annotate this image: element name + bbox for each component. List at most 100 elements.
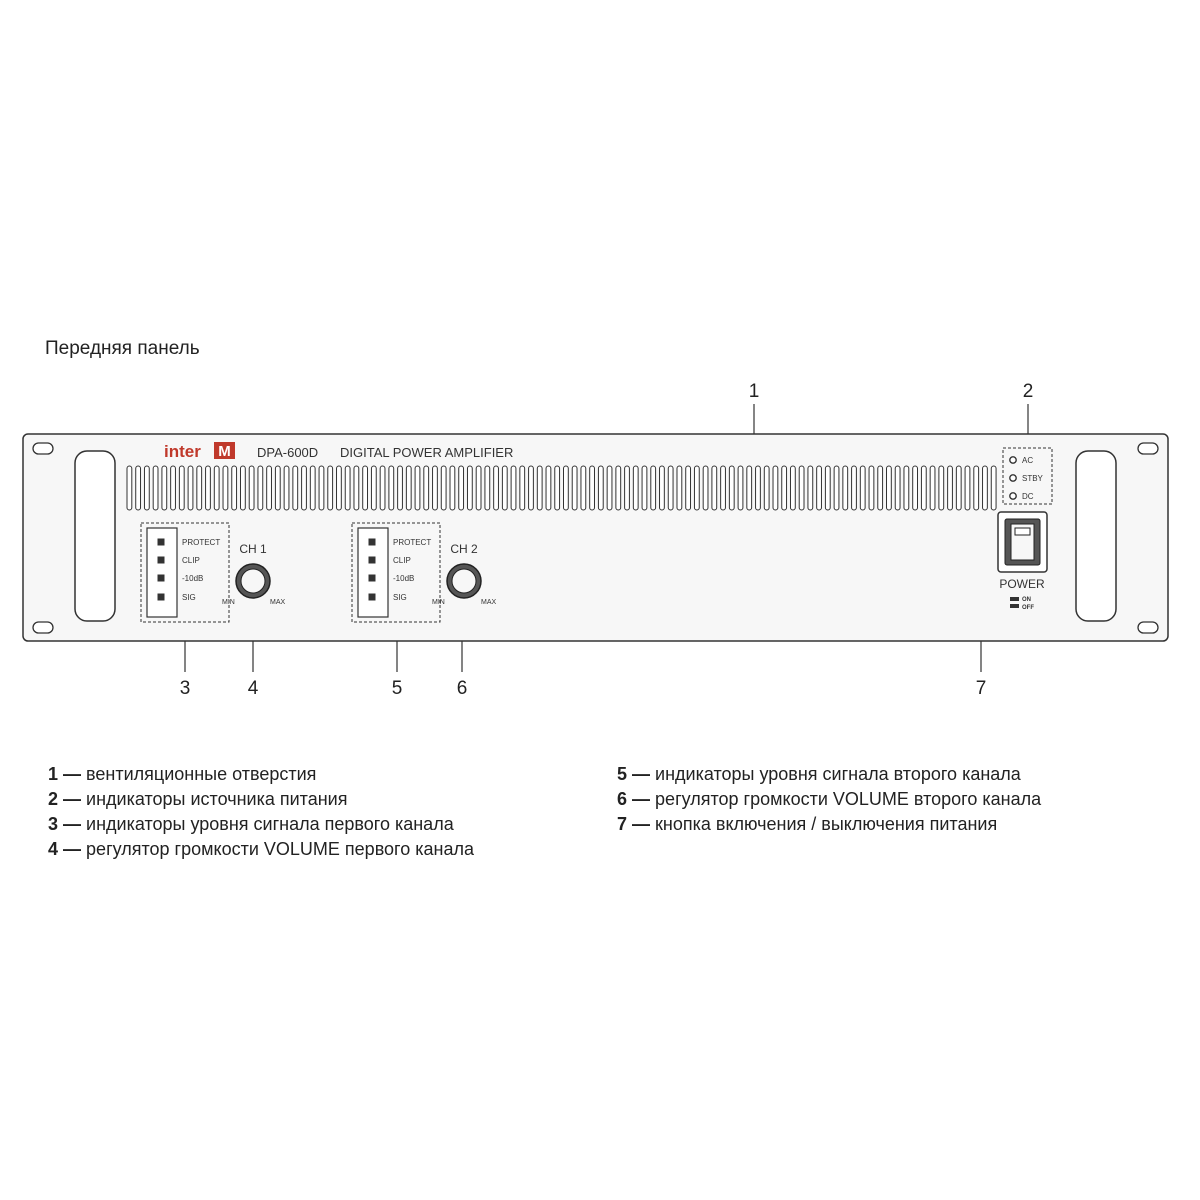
ch2-label: CH 2 (450, 542, 478, 556)
vent-slot (423, 465, 430, 511)
vent-slot (283, 465, 290, 511)
power-label: POWER (999, 577, 1045, 591)
vent-slot (824, 465, 831, 511)
ch1-protect-label: PROTECT (182, 538, 220, 547)
legend-item: 6 — регулятор громкости VOLUME второго к… (617, 787, 1041, 812)
vent-slot (405, 465, 412, 511)
legend-number: 3 (48, 814, 59, 834)
ch2-protect-label: PROTECT (393, 538, 431, 547)
legend-item: 5 — индикаторы уровня сигнала второго ка… (617, 762, 1041, 787)
vent-slot (318, 465, 325, 511)
vent-slot (440, 465, 447, 511)
vent-slot (292, 465, 299, 511)
vent-slot (990, 465, 997, 511)
vent-slot (370, 465, 377, 511)
vent-slot (205, 465, 211, 511)
ch2-indicators-box (351, 522, 441, 623)
callout-6: 6 (457, 678, 468, 699)
vent-slot (982, 465, 988, 511)
vent-slot (336, 465, 342, 511)
power-indicator-leds (1009, 456, 1017, 500)
handle-left[interactable] (74, 450, 116, 622)
legend-item: 2 — индикаторы источника питания (48, 787, 474, 812)
legend-number: 5 (617, 764, 628, 784)
ch2-volume-knob-cap[interactable] (451, 568, 477, 594)
vent-slot (222, 465, 229, 511)
legend-dash: — (632, 789, 651, 809)
legend-dash: — (632, 814, 651, 834)
ventilation-slots (126, 465, 997, 511)
vent-slot (580, 465, 587, 511)
callout-7: 7 (976, 678, 987, 699)
vent-slot (152, 465, 159, 511)
legend-text: индикаторы уровня сигнала второго канала (655, 764, 1021, 784)
ch1-clip-label: CLIP (182, 556, 200, 565)
vent-slot (135, 465, 142, 511)
ch1-indicators-box (140, 522, 230, 623)
callout-5: 5 (392, 678, 403, 699)
ch2-sig-label: SIG (393, 593, 407, 602)
callout-3: 3 (180, 678, 191, 699)
vent-slot (554, 465, 561, 511)
legend-text: индикаторы уровня сигнала первого канала (86, 814, 454, 834)
callout-2: 2 (1023, 381, 1034, 402)
vent-slot (397, 465, 403, 511)
power-switch-window (1014, 527, 1031, 536)
vent-slot (667, 465, 674, 511)
vent-slot (309, 465, 316, 511)
legend-item: 1 — вентиляционные отверстия (48, 762, 474, 787)
model-description: DIGITAL POWER AMPLIFIER (340, 445, 513, 460)
legend-text: кнопка включения / выключения питания (655, 814, 998, 834)
callout-4: 4 (248, 678, 259, 699)
ac-led (1009, 456, 1017, 464)
ch1-volume-knob-cap[interactable] (240, 568, 266, 594)
callout-1: 1 (749, 381, 760, 402)
legend-dash: — (63, 764, 82, 784)
vent-slot (947, 465, 953, 511)
vent-slot (894, 465, 901, 511)
ch1-max-label: MAX (270, 599, 286, 606)
vent-slot (449, 465, 456, 511)
ch1-sig-label: SIG (182, 593, 196, 602)
ch2-sig-led (368, 593, 376, 601)
vent-slot (379, 465, 386, 511)
power-on-label: ON (1022, 597, 1031, 603)
vent-slot (432, 465, 438, 511)
vent-slot (143, 465, 150, 511)
legend-dash: — (63, 814, 82, 834)
vent-slot (388, 465, 395, 511)
legend-item: 3 — индикаторы уровня сигнала первого ка… (48, 812, 474, 837)
handles (74, 450, 1117, 622)
rack-holes (32, 442, 1159, 634)
legend-column-right: 5 — индикаторы уровня сигнала второго ка… (617, 762, 1041, 837)
vent-slot (746, 465, 753, 511)
vent-slot (466, 465, 473, 511)
stby-led (1009, 474, 1017, 482)
on-state-icon (1010, 597, 1019, 601)
vent-slot (266, 465, 272, 511)
vent-slot (362, 465, 369, 511)
legend-number: 2 (48, 789, 59, 809)
legend-dash: — (63, 839, 82, 859)
vent-slot (536, 465, 543, 511)
vent-slot (711, 465, 718, 511)
power-indicators-box (1002, 447, 1053, 505)
vent-slot (973, 465, 980, 511)
vent-slot (859, 465, 866, 511)
vent-slot (213, 465, 220, 511)
page-heading: Передняя панель (45, 338, 200, 359)
vent-slot (501, 465, 508, 511)
vent-slot (755, 465, 761, 511)
handle-right[interactable] (1075, 450, 1117, 622)
legend-number: 6 (617, 789, 628, 809)
ch2-10db-led (368, 574, 376, 582)
model-number: DPA-600D (257, 445, 318, 460)
vent-slot (475, 465, 482, 511)
dc-label: DC (1022, 492, 1034, 501)
vent-slot (676, 465, 683, 511)
vent-slot (920, 465, 927, 511)
ch2-leds (368, 538, 376, 601)
vent-slot (528, 465, 534, 511)
vent-slot (929, 465, 936, 511)
vent-slot (353, 465, 360, 511)
